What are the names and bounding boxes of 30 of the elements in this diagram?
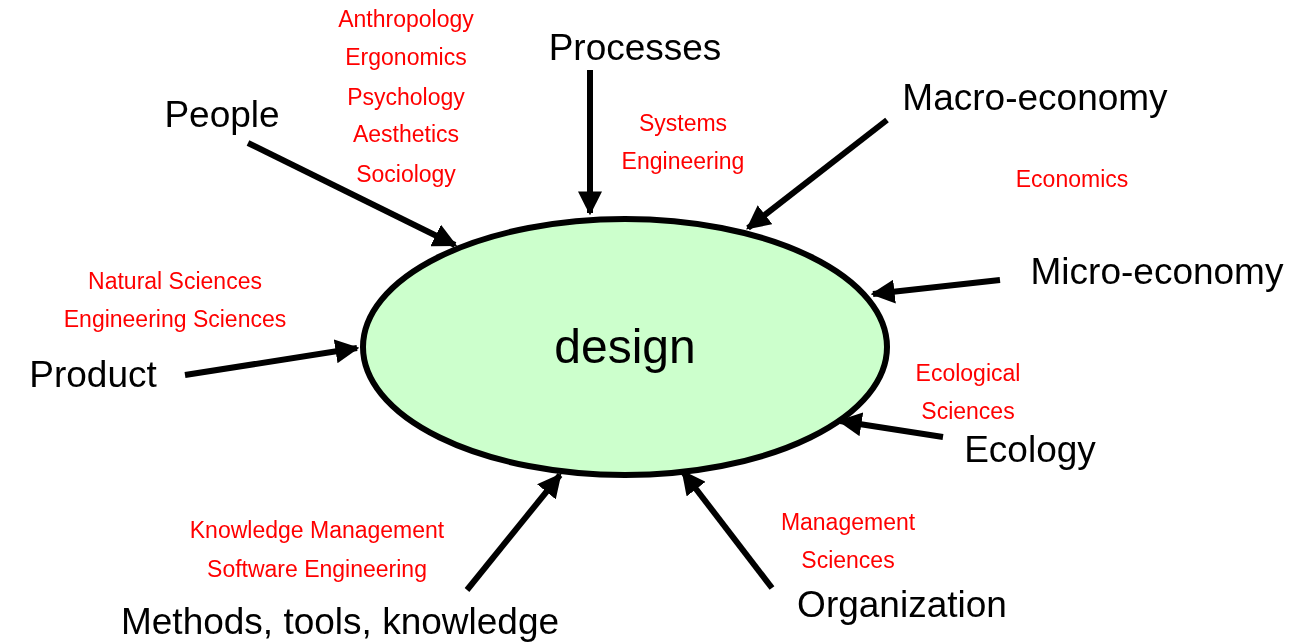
topic-label: People — [164, 94, 280, 136]
arrow — [746, 117, 889, 231]
discipline-label: Aesthetics — [352, 120, 460, 150]
topic-label: Organization — [797, 584, 1007, 626]
discipline-label: Anthropology — [338, 5, 474, 35]
topic-label: Ecology — [964, 429, 1096, 471]
discipline-label: Economics — [1015, 165, 1129, 195]
discipline-label: Knowledge Management — [189, 516, 445, 546]
discipline-label: Sociology — [356, 160, 456, 190]
arrow — [464, 473, 563, 592]
discipline-label: Engineering Sciences — [63, 305, 287, 335]
discipline-label: Ecological Sciences — [914, 359, 1022, 426]
discipline-label: Ergonomics — [345, 43, 467, 73]
discipline-label: Natural Sciences — [88, 267, 262, 297]
arrow — [578, 70, 602, 216]
node-label: design — [554, 320, 696, 374]
discipline-label: Software Engineering — [207, 555, 427, 585]
discipline-label: Psychology — [347, 83, 465, 113]
discipline-label: Systems Engineering — [620, 109, 746, 176]
arrow — [184, 339, 360, 378]
arrow — [870, 277, 1001, 304]
topic-label: Processes — [548, 27, 722, 69]
process-ellipse — [360, 216, 890, 478]
topic-label: Product — [29, 354, 157, 396]
topic-label: Methods, tools, knowledge — [120, 601, 560, 643]
topic-label: Micro-economy — [1030, 251, 1284, 293]
topic-label: Macro-economy — [902, 77, 1168, 119]
discipline-label: Management Sciences — [779, 508, 917, 575]
arrow — [837, 412, 944, 440]
arrow — [246, 140, 458, 248]
